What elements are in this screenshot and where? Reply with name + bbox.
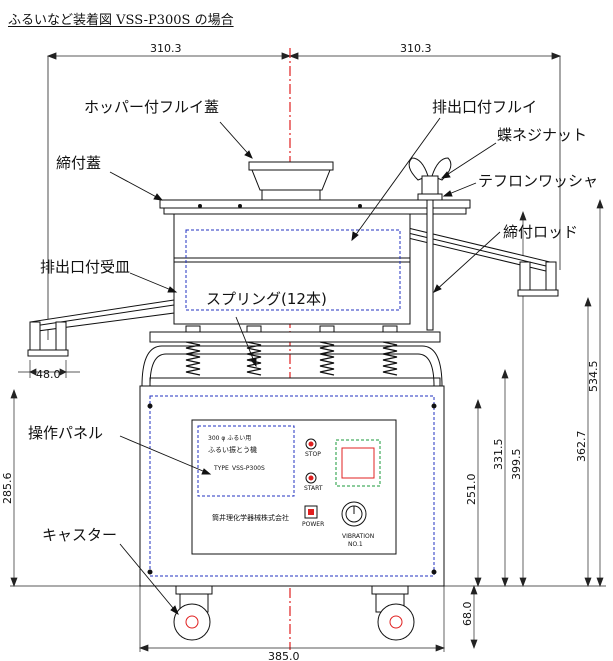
dim-panel-height: 251.0 [465, 474, 478, 506]
power-label: POWER [302, 521, 324, 528]
stop-label: STOP [305, 451, 321, 458]
vibration-label: VIBRATION [342, 533, 374, 540]
vibration-no-label: NO.1 [348, 541, 363, 548]
dim-half-width-left: 310.3 [150, 42, 182, 55]
label-outlet-tray: 排出口付受皿 [40, 258, 130, 276]
spring-assembly [141, 331, 443, 387]
outlet-tray [27, 299, 175, 357]
power-switch[interactable] [304, 505, 318, 519]
label-springs: スプリング(12本) [206, 290, 327, 308]
panel-type-prefix: TYPE [213, 465, 229, 472]
page-title: ふるいなど装着図 VSS-P300S の場合 [8, 13, 234, 28]
label-fastening-rod: 締付ロッド [503, 223, 578, 241]
label-hopper-lid: ホッパー付フルイ蓋 [84, 98, 219, 116]
right-dimensions [430, 199, 606, 649]
dim-half-width-right: 310.3 [400, 42, 432, 55]
start-label: START [304, 485, 323, 492]
dim-rod-height: 362.7 [575, 431, 588, 463]
dim-total-height: 534.5 [587, 361, 600, 393]
panel-line1: 300 φ ふるい用 [208, 435, 251, 442]
vibration-knob[interactable] [341, 501, 367, 527]
stop-button[interactable] [305, 438, 317, 450]
label-wing-nut: 蝶ネジナット [497, 126, 587, 144]
dim-caster-height: 68.0 [461, 602, 474, 627]
dim-spring-height: 331.5 [492, 439, 505, 471]
panel-model: VSS-P300S [232, 465, 265, 472]
panel-maker: 筒井理化学器械株式会社 [212, 513, 289, 522]
dim-base-height: 285.6 [1, 473, 14, 505]
spring-bolts [185, 325, 398, 333]
outlet-width-dimension [18, 360, 80, 378]
label-control-panel: 操作パネル [28, 424, 103, 442]
wing-nut [408, 157, 452, 201]
panel-line2: ふるい振とう機 [208, 445, 257, 454]
dim-base-width: 385.0 [268, 650, 300, 661]
timer-display [335, 439, 381, 487]
springs [185, 341, 398, 376]
fastening-lid [159, 199, 471, 215]
top-width-dimension [46, 52, 562, 340]
dim-sieve-base-height: 399.5 [510, 449, 523, 481]
bottom-width-dimension [139, 586, 445, 652]
caster-right [371, 585, 415, 641]
sieve-body [173, 213, 411, 325]
dim-outlet-width: 48.0 [36, 368, 61, 381]
left-dimension [10, 389, 140, 587]
label-outlet-sieve: 排出口付フルイ [432, 98, 537, 116]
fastening-rod [426, 199, 434, 331]
start-button[interactable] [305, 472, 317, 484]
label-caster: キャスター [42, 526, 117, 544]
label-fastening-lid: 締付蓋 [56, 154, 101, 172]
caster-left [173, 585, 213, 641]
label-teflon-washer: テフロンワッシャ [478, 172, 598, 190]
leader-lines [109, 117, 501, 616]
